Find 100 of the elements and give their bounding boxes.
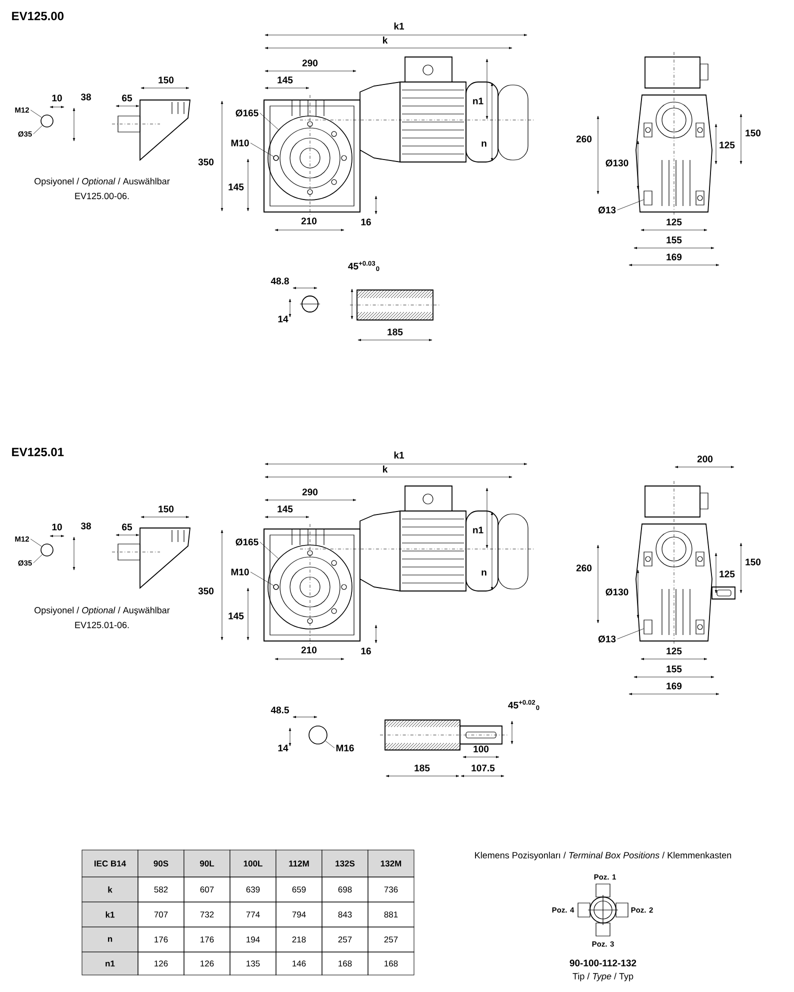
bolt-hole xyxy=(273,584,279,590)
section-title: EV125.01 xyxy=(12,448,64,456)
callout-label: M16 xyxy=(336,744,354,752)
dimension-label: Ø130 xyxy=(606,159,628,167)
table-cell: 659 xyxy=(276,876,322,902)
dimension-label: k1 xyxy=(394,22,404,30)
note-text: Klemens Pozisyonları / Terminal Box Positions / Klemmenkasten xyxy=(475,852,732,860)
table-cell: 90L xyxy=(184,850,230,878)
table-cell: 168 xyxy=(322,952,368,976)
dimension-label: 185 xyxy=(414,764,430,772)
bolt-hole xyxy=(273,155,279,161)
table-cell: IEC B14 xyxy=(82,850,138,878)
dimension-label: k xyxy=(383,36,388,44)
mounting-slot xyxy=(644,190,652,206)
table-cell: 257 xyxy=(368,926,414,952)
leader-line xyxy=(260,112,279,130)
leader-line xyxy=(30,110,42,118)
dimension-label: 350 xyxy=(198,588,214,594)
type-label: 90-100-112-132 xyxy=(570,960,636,966)
shaft-section xyxy=(40,544,54,556)
table-cell: 736 xyxy=(368,876,414,902)
table-cell: 794 xyxy=(276,902,322,928)
dimension-label: 125 xyxy=(720,142,735,148)
table-cell: 707 xyxy=(138,902,184,928)
dimension-label: k xyxy=(383,466,388,472)
table-cell: k xyxy=(82,876,138,902)
dimension-label: 169 xyxy=(666,682,682,690)
table-cell: 146 xyxy=(276,952,322,976)
dimension-label: 10 xyxy=(52,524,62,530)
dimension-label: 48.5 xyxy=(270,706,289,714)
dimension-label: 100 xyxy=(474,746,489,752)
dimension-label: 169 xyxy=(666,254,682,260)
dimension-label: 150 xyxy=(746,130,761,136)
dimension-label: 260 xyxy=(576,564,592,572)
table-cell: 132M xyxy=(368,850,414,878)
leader-line xyxy=(260,542,279,559)
callout-label: Ø165 xyxy=(236,109,258,117)
table-cell: n xyxy=(82,926,138,952)
leader-line xyxy=(617,199,644,210)
table-cell: 257 xyxy=(322,926,368,952)
dimension-label: 65 xyxy=(122,524,132,530)
callout-label: Ø13 xyxy=(598,206,616,214)
table-cell: 132S xyxy=(322,850,368,878)
table-cell: 135 xyxy=(230,952,276,976)
dimension-label: 107.5 xyxy=(472,764,495,772)
section-title: EV125.00 xyxy=(12,12,64,20)
table-cell: 90S xyxy=(138,850,184,878)
dimension-label: 350 xyxy=(198,158,214,166)
table-cell: 218 xyxy=(276,926,322,952)
dimension-label: 14 xyxy=(278,744,288,752)
table-cell: 639 xyxy=(230,876,276,902)
shaft-section xyxy=(308,726,328,744)
table-cell: 176 xyxy=(184,926,230,952)
dimension-label: 210 xyxy=(301,218,317,224)
dimension-label: 290 xyxy=(302,488,318,496)
leader-line xyxy=(30,538,42,547)
dimension-label: 150 xyxy=(746,558,761,566)
table-cell: 582 xyxy=(138,876,184,902)
dimension-label: 155 xyxy=(666,666,682,672)
dimension-label: 125 xyxy=(666,218,682,226)
dimension-label: n xyxy=(482,141,486,147)
dimension-label: 145 xyxy=(278,506,293,512)
note-text: EV125.01-06. xyxy=(75,622,129,628)
table-cell: 774 xyxy=(230,902,276,928)
callout-label: Ø165 xyxy=(236,538,258,546)
dimension-label: n1 xyxy=(473,98,484,104)
callout-label: M10 xyxy=(231,568,249,576)
flange-circle xyxy=(268,544,352,630)
table-cell: 126 xyxy=(138,952,184,976)
note-text: Opsiyonel / Optional / Auswählbar xyxy=(34,178,170,186)
dimension-label: 150 xyxy=(158,76,174,84)
dimension-label: 200 xyxy=(697,456,713,462)
dimension-label: 16 xyxy=(361,218,371,226)
shaft-section xyxy=(40,114,54,128)
table-cell: 168 xyxy=(368,952,414,976)
dimension-label: 10 xyxy=(52,94,62,102)
leader-line xyxy=(250,572,274,586)
dimension-label: 150 xyxy=(158,506,174,512)
dimension-label: 145 xyxy=(228,184,244,190)
table-cell: 843 xyxy=(322,902,368,928)
dimension-label: 48.8 xyxy=(270,278,289,284)
dimension-label: 38 xyxy=(80,94,91,100)
table-cell: 194 xyxy=(230,926,276,952)
leader-line xyxy=(250,142,274,157)
table-cell: 112M xyxy=(276,850,322,878)
dimension-label: 210 xyxy=(301,646,317,654)
table-cell: 698 xyxy=(322,876,368,902)
table-cell: 126 xyxy=(184,952,230,976)
note-text: Opsiyonel / Optional / Auşwählbar xyxy=(34,606,170,616)
leader-line xyxy=(33,125,43,134)
table-cell: 607 xyxy=(184,876,230,902)
dimension-label: 145 xyxy=(228,612,244,620)
table-cell: k1 xyxy=(82,902,138,928)
dimension-label: 155 xyxy=(666,236,682,244)
leader-line xyxy=(325,740,335,748)
table-cell: 732 xyxy=(184,902,230,928)
dimension-label: 16 xyxy=(361,648,371,654)
dimension-label: 185 xyxy=(388,328,403,336)
dimension-label: Ø130 xyxy=(606,588,628,596)
dimension-label: 125 xyxy=(666,648,682,654)
